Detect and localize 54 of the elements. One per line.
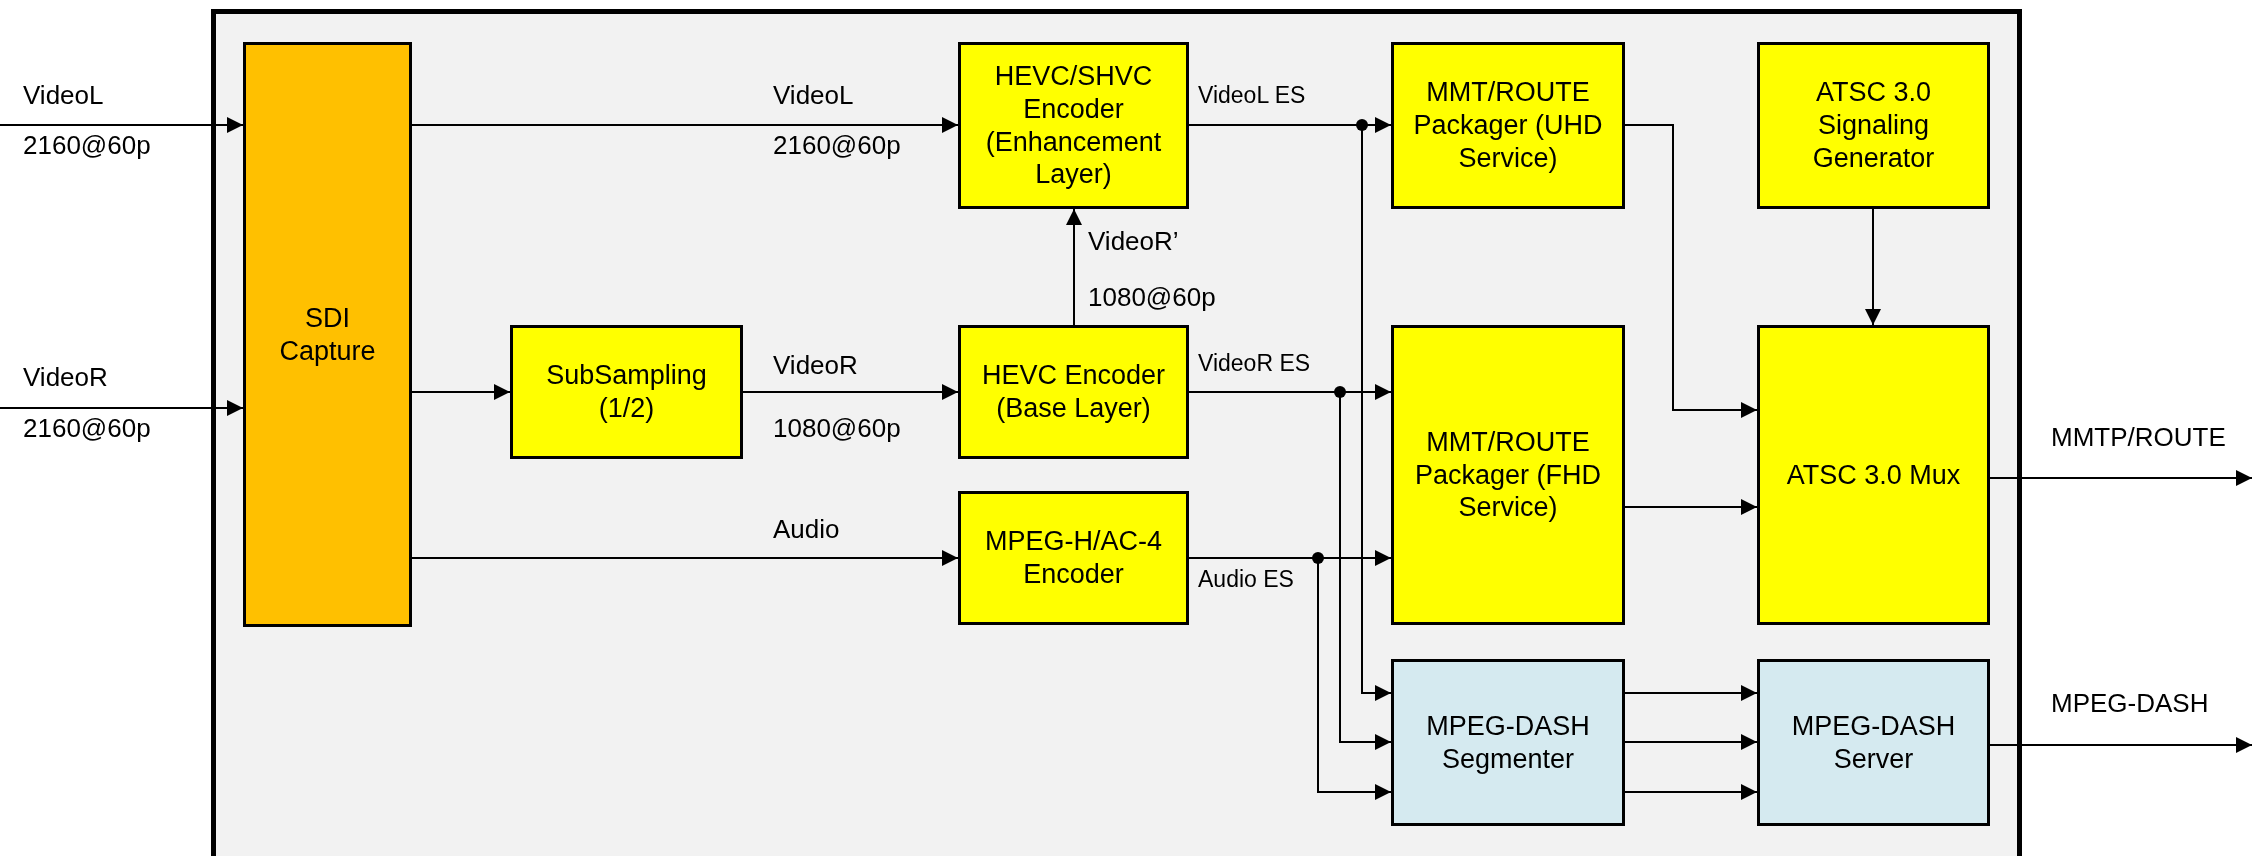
- box-label: MPEG-DASH Server: [1790, 709, 1957, 776]
- process-box: [1391, 42, 1625, 209]
- process-box: [1391, 659, 1625, 826]
- arrow: [1624, 784, 1758, 800]
- box-label: ATSC 3.0 Signaling Generator: [1811, 76, 1936, 175]
- arrow: [1624, 124, 1758, 418]
- arrow: [1989, 470, 2253, 486]
- box-label: ATSC 3.0 Mux: [1786, 458, 1961, 492]
- arrow: [1865, 208, 1881, 326]
- edge-label: Audio ES: [1198, 568, 1294, 591]
- edge-label: VideoR’: [1088, 228, 1179, 254]
- signal-format-label: 1080@60p: [1088, 284, 1216, 310]
- arrow: [1066, 208, 1082, 326]
- arrow: [1624, 734, 1758, 750]
- edge-label: VideoR: [773, 352, 858, 378]
- signal-format-label: 2160@60p: [773, 132, 901, 158]
- box-label: HEVC Encoder (Base Layer): [980, 359, 1167, 425]
- process-box: [510, 325, 743, 459]
- edge-label: VideoR ES: [1198, 352, 1311, 375]
- process-box: [1757, 325, 1990, 625]
- process-box: [1757, 659, 1990, 826]
- box-label: MMT/ROUTE Packager (FHD Service): [1413, 425, 1602, 525]
- signal-format-label: 1080@60p: [773, 415, 901, 441]
- arrow: [742, 384, 959, 400]
- edge-label: Audio: [773, 516, 840, 542]
- arrow: [1624, 685, 1758, 701]
- edge-label: MPEG-DASH: [2051, 690, 2209, 716]
- arrow: [0, 117, 244, 133]
- box-label: MMT/ROUTE Packager (UHD Service): [1412, 76, 1604, 175]
- edge-label: VideoL: [23, 82, 104, 108]
- process-box: [958, 42, 1189, 209]
- box-label: MPEG-H/AC-4 Encoder: [984, 525, 1163, 591]
- signal-format-label: 2160@60p: [23, 415, 151, 441]
- arrow: [411, 384, 511, 400]
- arrow: [1989, 737, 2253, 753]
- process-box: [958, 325, 1189, 459]
- box-label: SubSampling (1/2): [545, 359, 708, 425]
- process-box: [243, 42, 412, 627]
- signal-format-label: 2160@60p: [23, 132, 151, 158]
- process-box: [1391, 325, 1625, 625]
- arrow: [0, 400, 244, 416]
- edge-label: VideoL ES: [1198, 84, 1306, 107]
- edge-label: VideoL: [773, 82, 854, 108]
- arrow: [411, 550, 959, 566]
- box-label: MPEG-DASH Segmenter: [1425, 709, 1591, 776]
- box-label: SDI Capture: [278, 301, 377, 368]
- process-box: [1757, 42, 1990, 209]
- box-label: HEVC/SHVC Encoder (Enhancement Layer): [984, 59, 1163, 192]
- edge-label: VideoR: [23, 364, 108, 390]
- edge-label: MMTP/ROUTE: [2051, 424, 2226, 450]
- system-frame: [211, 9, 2022, 856]
- process-box: [958, 491, 1189, 625]
- arrow: [1624, 499, 1758, 515]
- arrow: [411, 117, 959, 133]
